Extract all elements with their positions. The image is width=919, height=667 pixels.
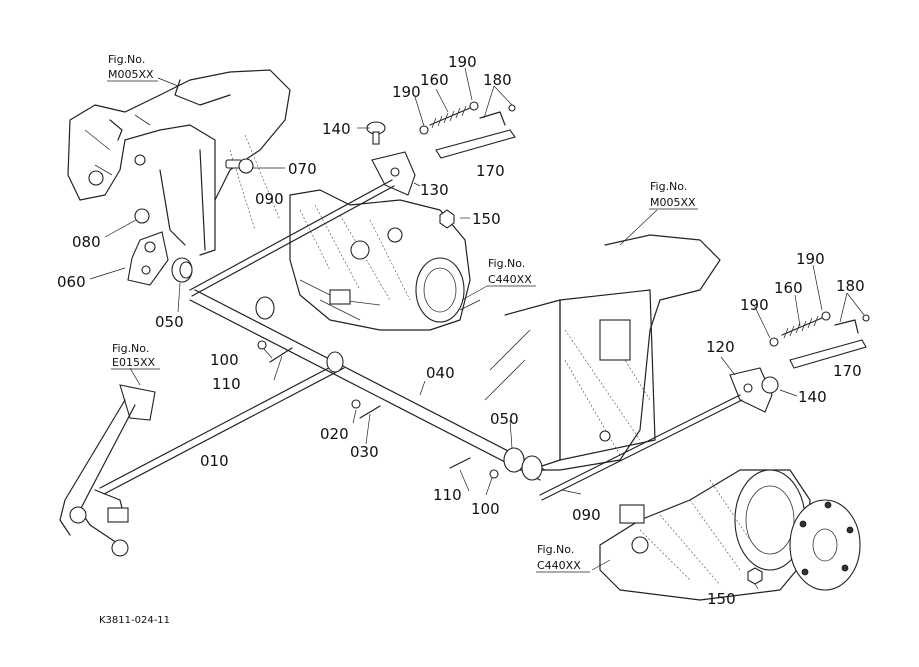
fig-ref-1-code: M005XX (108, 68, 154, 81)
callout-050-upper: 050 (155, 313, 184, 331)
fig-ref-4-label: Fig.No. (112, 342, 149, 355)
part-170-plate-upper (435, 111, 516, 159)
part-190-washer-lower-b (821, 311, 831, 321)
callout-170-lower: 170 (833, 362, 862, 380)
callout-160-lower: 160 (774, 279, 803, 297)
part-140-pin-upper (366, 121, 386, 145)
callout-190-upper-right: 190 (448, 53, 477, 71)
part-030-pin (359, 405, 381, 419)
callout-070: 070 (288, 160, 317, 178)
rod-090-lower (539, 394, 743, 501)
pedal-assembly (59, 384, 156, 557)
fig-ref-2-label: Fig.No. (650, 180, 687, 193)
fig-ref-4-code: E015XX (112, 356, 155, 369)
part-100-pin-upper (257, 340, 267, 350)
callout-010: 010 (200, 452, 229, 470)
callout-140-lower: 140 (798, 388, 827, 406)
part-150-nut-lower (747, 567, 763, 585)
fig-ref-3-label: Fig.No. (488, 257, 525, 270)
shaft-040 (189, 289, 546, 481)
callout-150-lower: 150 (707, 590, 736, 608)
part-180-bolt-upper (508, 104, 516, 112)
part-140-pin-lower (761, 376, 779, 394)
fig-ref-1-label: Fig.No. (108, 53, 145, 66)
callout-050-lower: 050 (490, 410, 519, 428)
part-180-bolt-lower (862, 314, 870, 322)
part-190-washer-upper-a (419, 125, 429, 135)
part-150-nut-upper (439, 209, 455, 229)
callout-190-lower-left: 190 (740, 296, 769, 314)
fig-ref-2-code: M005XX (650, 196, 696, 209)
callout-080: 080 (72, 233, 101, 251)
callout-150-upper: 150 (472, 210, 501, 228)
part-100-pin-lower (489, 469, 499, 479)
callout-030: 030 (350, 443, 379, 461)
callout-190-upper-left: 190 (392, 83, 421, 101)
callout-110-upper: 110 (212, 375, 241, 393)
part-020-washer (351, 399, 361, 409)
callout-090-lower: 090 (572, 506, 601, 524)
rod-010-return (103, 367, 345, 495)
callout-170-upper: 170 (476, 162, 505, 180)
part-110-pin-lower (449, 457, 471, 469)
part-080-bushing (134, 208, 150, 224)
callout-090-upper: 090 (255, 190, 284, 208)
part-160-spring-upper (429, 105, 471, 129)
callout-180-upper: 180 (483, 71, 512, 89)
drawing-code: K3811-024-11 (99, 615, 170, 626)
right-frame (484, 234, 721, 471)
part-070-bolt (225, 158, 254, 174)
part-160-spring-lower (781, 315, 823, 339)
part-130-bracket (371, 151, 416, 196)
callout-110-lower: 110 (433, 486, 462, 504)
callout-130: 130 (420, 181, 449, 199)
upper-transmission (289, 189, 471, 331)
rod-090-upper (189, 179, 395, 297)
part-060-lever (127, 231, 169, 286)
callout-100-lower: 100 (471, 500, 500, 518)
fig-ref-5-code: C440XX (537, 559, 581, 572)
callout-040: 040 (426, 364, 455, 382)
callout-160-upper: 160 (420, 71, 449, 89)
rod-010 (99, 361, 341, 489)
fig-ref-3-code: C440XX (488, 273, 532, 286)
callout-140-upper: 140 (322, 120, 351, 138)
callout-060: 060 (57, 273, 86, 291)
part-190-washer-upper-b (469, 101, 479, 111)
upper-left-frame (67, 69, 291, 256)
leader-lines (89, 67, 865, 590)
callout-020: 020 (320, 425, 349, 443)
fig-ref-5-label: Fig.No. (537, 543, 574, 556)
callout-190-lower-right: 190 (796, 250, 825, 268)
part-050-bushing-upper (171, 257, 193, 283)
lower-transmission (599, 469, 861, 601)
part-110-pin-upper (269, 347, 293, 363)
callout-180-lower: 180 (836, 277, 865, 295)
callout-labels: 010 020 030 040 050 050 060 070 080 090 … (57, 53, 865, 608)
part-170-plate-lower (789, 319, 867, 369)
figure-references: Fig.No. M005XX Fig.No. M005XX Fig.No. C4… (107, 53, 698, 573)
callout-120: 120 (706, 338, 735, 356)
callout-100-upper: 100 (210, 351, 239, 369)
part-190-washer-lower-a (769, 337, 779, 347)
part-050-bushing-shaft (255, 296, 543, 481)
